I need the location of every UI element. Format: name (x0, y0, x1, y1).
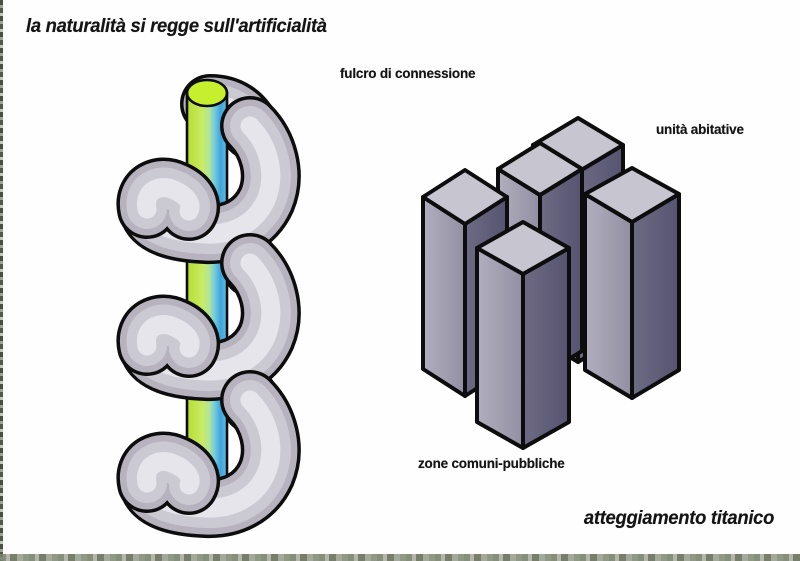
label-unita-abitative: unità abitative (656, 122, 744, 137)
towers-figure (421, 116, 681, 450)
label-fulcro-di-connessione: fulcro di connessione (340, 66, 476, 81)
page-title: la naturalità si regge sull'artificialit… (26, 16, 327, 37)
pole-top-cap (185, 78, 229, 108)
coil-front-segments (116, 96, 301, 539)
caption-atteggiamento-titanico: atteggiamento titanico (583, 508, 775, 529)
scan-artifact-bottom-strip (0, 554, 800, 561)
tower-block-front (475, 220, 571, 450)
helix-figure (116, 74, 301, 539)
scan-artifact-left-edge (0, 0, 3, 561)
connection-pole (185, 78, 229, 498)
label-zone-comuni-pubbliche: zone comuni-pubbliche (418, 456, 565, 471)
tower-block-right (583, 166, 681, 400)
